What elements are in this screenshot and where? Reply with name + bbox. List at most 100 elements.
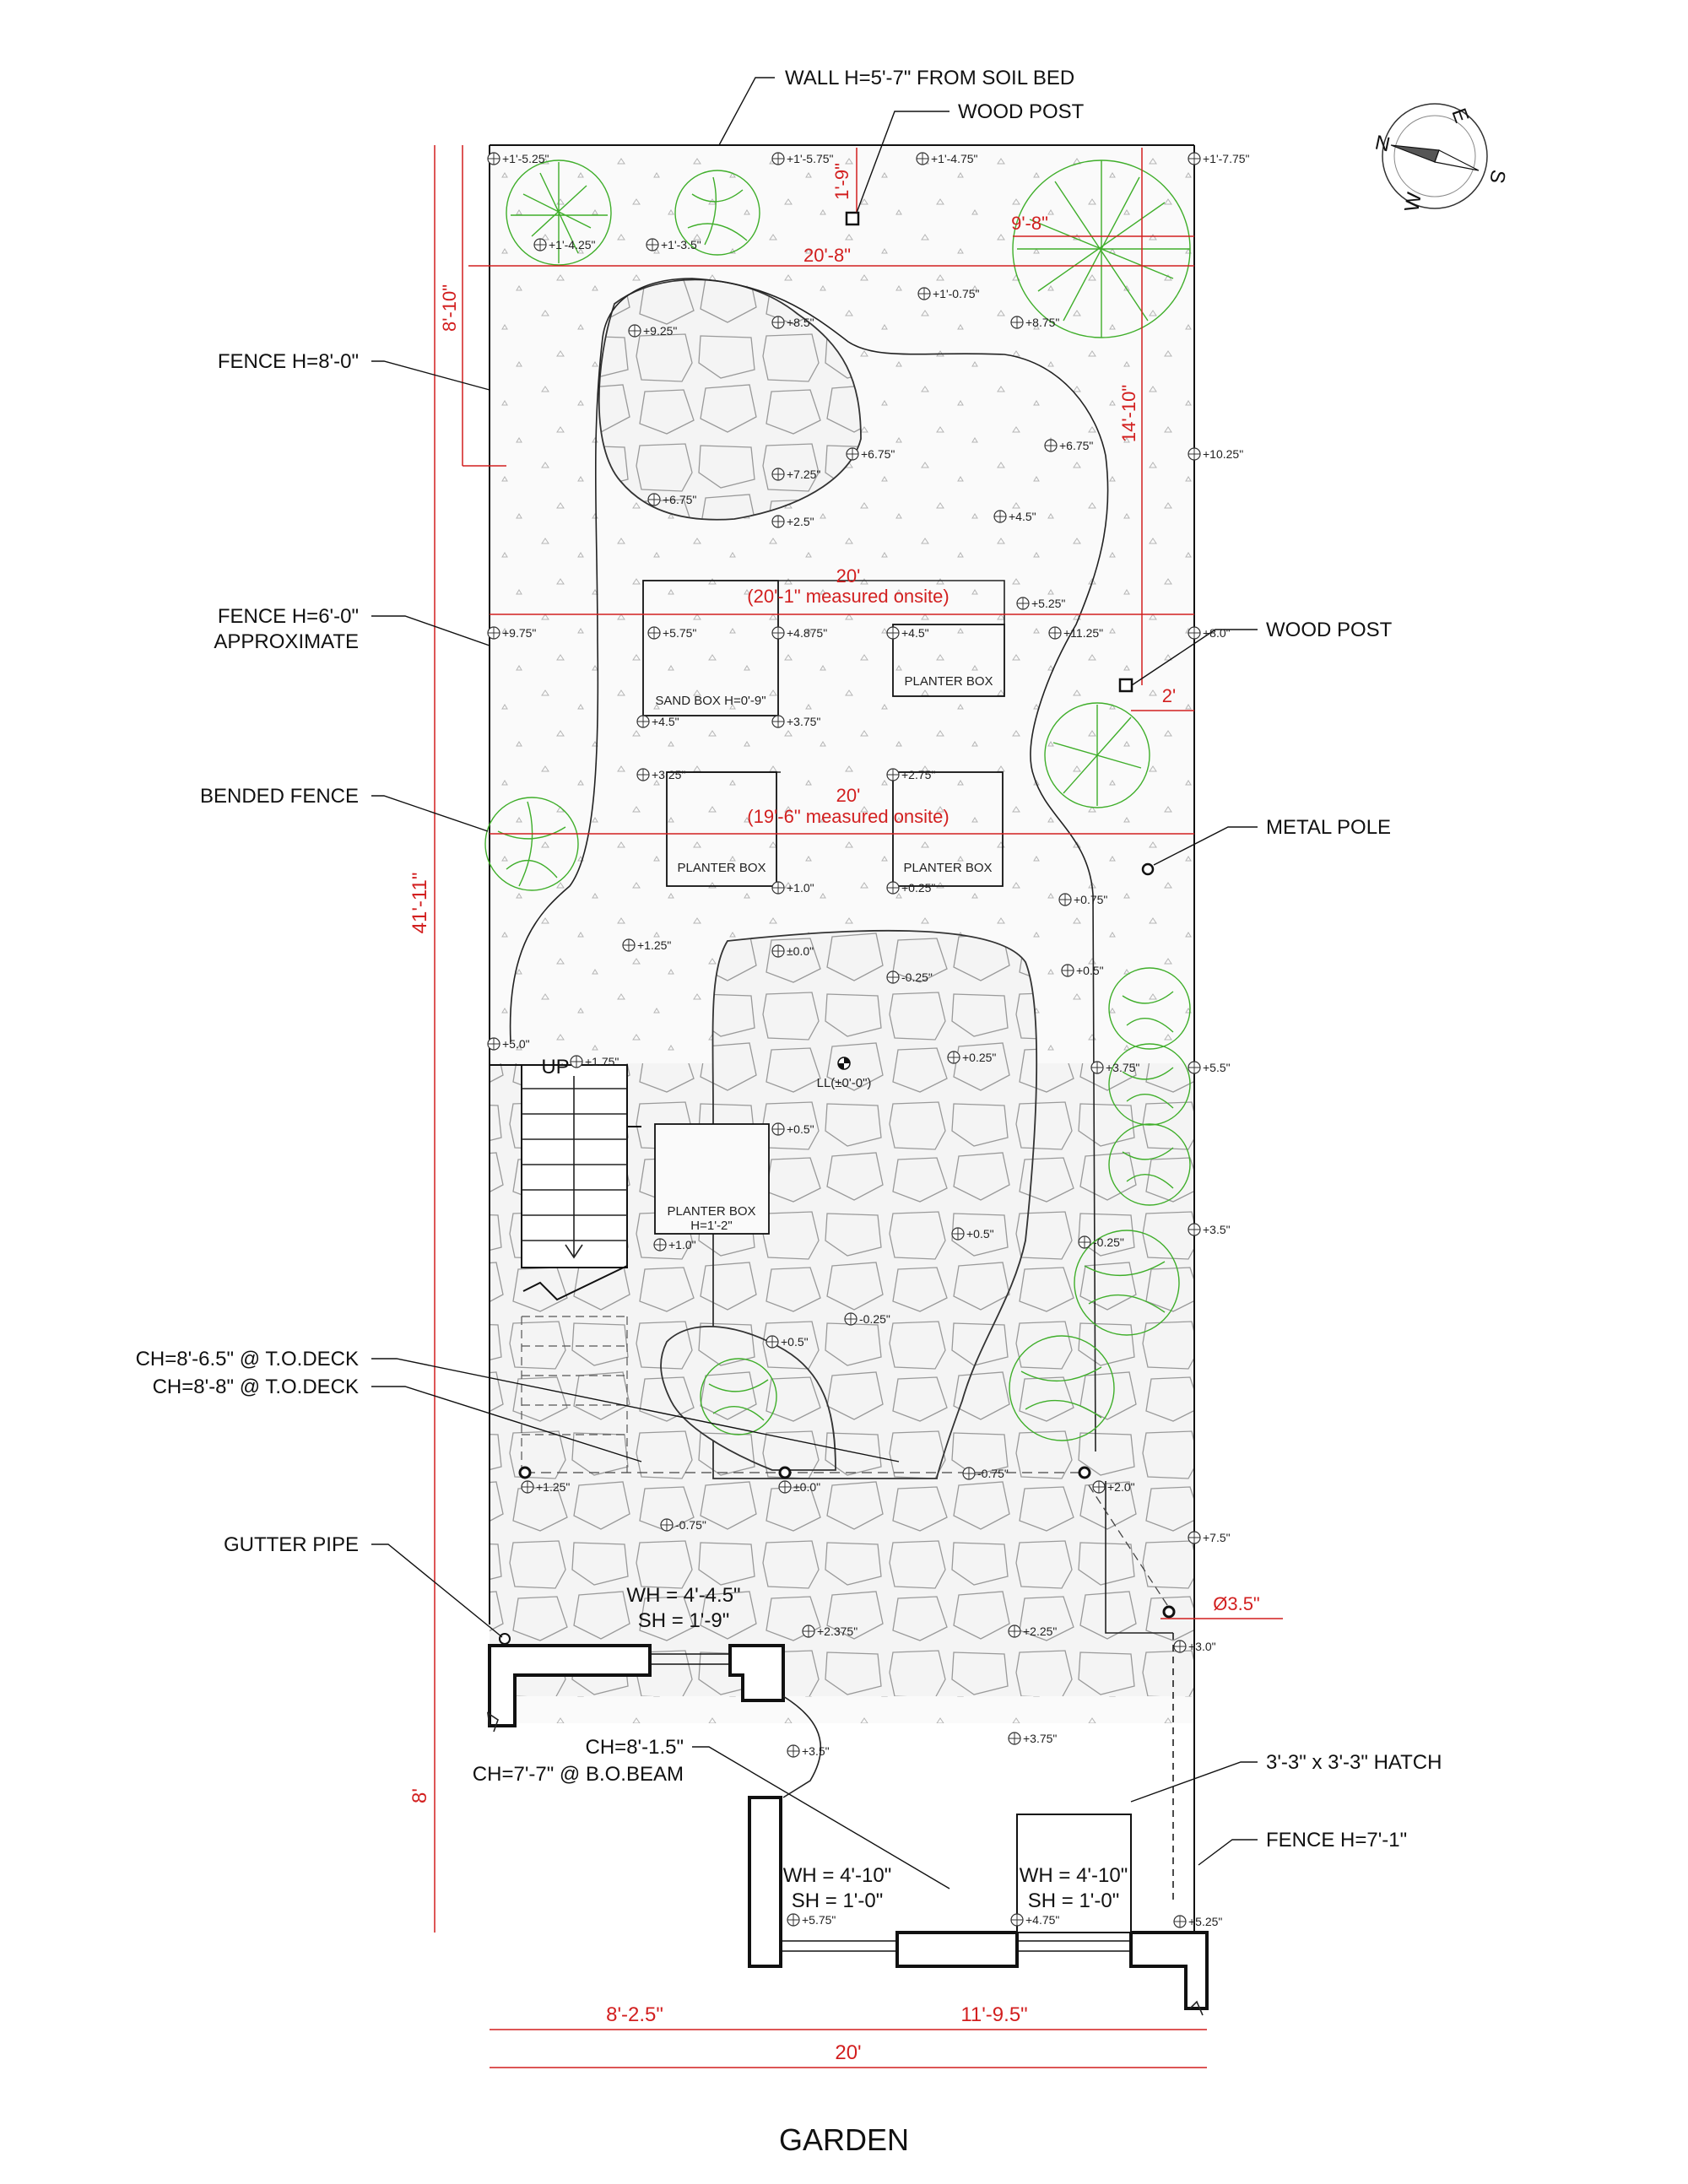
spot-elevation: +1'-5.25" [487,152,549,165]
spot-elevation: +8.5" [771,316,814,329]
spot-elevation: +5.25" [1016,597,1065,610]
spot-elevation-label: +3.75" [787,715,820,728]
spot-elevation: +1'-3.5" [646,238,701,251]
spot-elevation-label: +1.25" [536,1480,570,1494]
callout-fence-6-line1: FENCE H=6'-0" [218,605,359,628]
callout-fence-7: FENCE H=7'-1" [1266,1829,1407,1852]
callout-ch-deck-2: CH=8'-8" @ T.O.DECK [153,1376,359,1398]
dim-14-10: 14'-10" [1118,385,1139,442]
spot-elevation: +1.0" [653,1238,696,1251]
spot-elevation-label: +5.0" [502,1037,530,1051]
patio-paving [711,929,1038,1479]
spot-elevation-label: +2.375" [817,1624,858,1638]
spot-elevation: ±0.0" [771,944,814,958]
spot-elevation: +3.5" [1188,1223,1231,1236]
spot-elevation: +1'-4.75" [916,152,978,165]
spot-elevation: ±0.0" [778,1480,820,1494]
stone-bed-upper-left [598,278,862,521]
spot-elevation: +0.75" [1058,893,1107,906]
spot-elevation: +3.5" [787,1744,830,1758]
spot-elevation: +3.25" [636,768,685,781]
spot-elevation-label: +2.25" [1023,1624,1057,1638]
planter-box-4-label: PLANTER BOX [667,1204,755,1219]
metal-pole [1141,862,1155,876]
spot-elevation-label: +3.75" [1023,1732,1057,1745]
spot-elevation-label: -0.25" [1093,1235,1124,1249]
sand-box-extension [643,580,1005,624]
spot-elevation-label: +4.875" [787,626,827,640]
spot-elevation: +9.25" [628,324,677,338]
tree-top-left [506,159,612,266]
spot-elevation-label: +3.25" [652,768,685,781]
spot-elevation-label: +4.75" [1025,1913,1059,1927]
spot-elevation-label: +0.25" [901,881,935,895]
spot-elevation: -0.25" [886,970,933,984]
spot-elevation: +0.25" [886,881,935,895]
spot-elevation: +0.25" [947,1051,996,1064]
spot-elevation: +10.25" [1188,447,1243,461]
spot-elevation-label: +5.25" [1188,1915,1222,1928]
window-1-sh: SH = 1'-9" [638,1609,729,1632]
callout-wood-post-right: WOOD POST [1266,619,1393,641]
house-walls [486,1644,1209,2016]
spot-elevation-label: +3.5" [802,1744,830,1758]
spot-elevation: +5.75" [647,626,696,640]
spot-elevation-label: +7.5" [1203,1531,1231,1544]
dim-2: 2' [1162,685,1176,706]
dim-8-2-5: 8'-2.5" [606,2003,663,2026]
spot-elevation: +2.5" [771,515,814,528]
spot-elevation: +6.75" [846,447,895,461]
spot-elevation-label: +1'-4.75" [931,152,978,165]
tree-right-mid [1044,702,1150,808]
stair-up-label: UP [541,1056,569,1078]
callout-wall: WALL H=5'-7" FROM SOIL BED [785,67,1074,89]
shrub-right-lower [1009,1230,1180,1441]
spot-elevation: +0.5" [951,1227,994,1241]
spot-elevation: +1.25" [622,938,671,952]
callout-fence-6-line2: APPROXIMATE [214,630,359,653]
spot-elevation: +8.0" [1188,626,1231,640]
spot-elevation: +1.0" [771,881,814,895]
spot-elevation: +2.0" [1092,1480,1135,1494]
spot-elevation: +6.75" [1044,439,1093,452]
spot-elevation-label: +8.5" [787,316,814,329]
spot-elevation-label: +9.25" [643,324,677,338]
shrub-top [674,170,760,256]
callout-ch-deck-1: CH=8'-6.5" @ T.O.DECK [136,1348,359,1370]
callout-fence-8: FENCE H=8'-0" [218,350,359,373]
shrub-stone-patch [700,1358,777,1435]
gutter-pipe [499,1633,511,1645]
spot-elevation-label: -0.25" [901,970,933,984]
dim-8: 8' [408,1788,431,1803]
dim-8-10: 8'-10" [439,284,460,332]
spot-elevation: +3.0" [1173,1640,1216,1653]
spot-elevation: +1'-7.75" [1188,152,1250,165]
shrub-row-right [1108,967,1191,1206]
spot-elevation: +4.875" [771,626,827,640]
dim-11-9-5: 11'-9.5" [960,2003,1027,2026]
spot-elevation: +4.5" [636,715,679,728]
spot-elevation: +0.5" [1061,964,1104,977]
deck-posts [518,1466,1176,1619]
callout-hatch: 3'-3" x 3'-3" HATCH [1266,1751,1442,1774]
spot-elevation: +3.75" [1008,1732,1057,1745]
spot-elevation: +5.0" [487,1037,530,1051]
spot-elevation: +5.5" [1188,1061,1231,1074]
deck-diagonal [1088,1484,1170,1608]
spot-elevation-label: +9.75" [502,626,536,640]
planter-box-1 [892,624,1005,697]
spot-elevation: +11.25" [1048,626,1103,640]
callout-bended-fence: BENDED FENCE [200,785,359,808]
spot-elevation-label: +4.5" [901,626,929,640]
spot-elevation-label: +0.25" [962,1051,996,1064]
callout-wood-post-top: WOOD POST [958,100,1085,123]
spot-elevation-label: +1'-5.75" [787,152,834,165]
spot-elevation-label: +5.5" [1203,1061,1231,1074]
rear-soil-bed [490,145,1194,272]
dim-20-a-note: (20'-1" measured onsite) [747,586,949,607]
spot-elevation: +5.25" [1173,1915,1222,1928]
spot-elevation: +3.75" [771,715,820,728]
leaders [371,77,1258,1889]
spot-elevation-label: +4.5" [652,715,679,728]
